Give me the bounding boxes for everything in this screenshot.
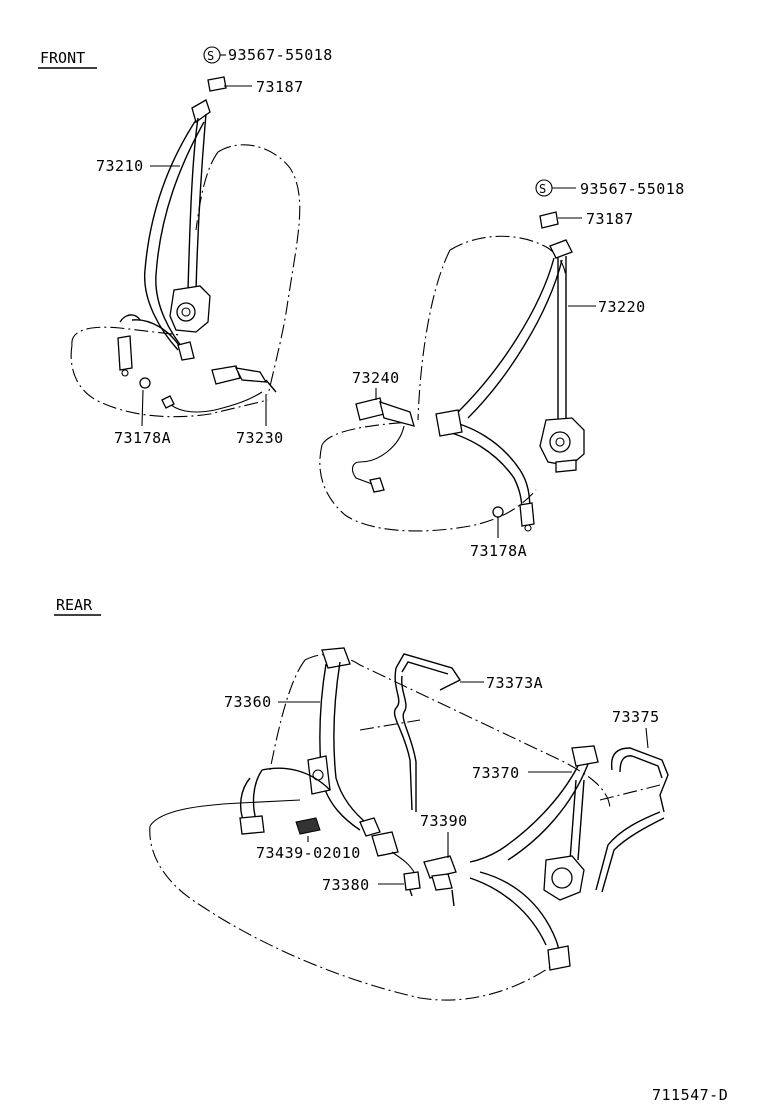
left-grommet-callout: 73178A (114, 389, 171, 447)
left-buckle-part (211, 365, 241, 385)
label-73390: 73390 (420, 812, 468, 830)
label-73220: 73220 (598, 298, 646, 316)
label-73373A: 73373A (486, 674, 543, 692)
label-73439-02010: 73439-02010 (256, 844, 361, 862)
rear-right-belt-callout: 73370 (472, 764, 572, 782)
rear-left-belt (239, 647, 415, 873)
right-grommet-callout: 73178A (470, 518, 527, 560)
label-73370: 73370 (472, 764, 520, 782)
right-front-seat (319, 235, 567, 532)
right-belt-callout: 73220 (568, 298, 646, 316)
left-anchor-cover-part (207, 76, 227, 92)
left-bolt-callout: S 93567-55018 (203, 46, 333, 64)
bracket-73373A-callout: 73373A (460, 674, 543, 692)
rear-left-belt-callout: 73360 (224, 693, 320, 711)
right-bolt-callout: S 93567-55018 (535, 179, 685, 198)
right-buckle-callout: 73240 (352, 369, 400, 400)
label-73360: 73360 (224, 693, 272, 711)
label-93567-55018-left: 93567-55018 (228, 46, 333, 64)
label-73178A-left: 73178A (114, 429, 171, 447)
label-73380: 73380 (322, 876, 370, 894)
rear-right-belt (469, 745, 599, 971)
bracket-73375-callout: 73375 (612, 708, 660, 749)
left-upper-anchor-part (191, 99, 211, 124)
label-73240: 73240 (352, 369, 400, 387)
rear-seat (149, 654, 661, 1001)
label-73375: 73375 (612, 708, 660, 726)
label-73230: 73230 (236, 429, 284, 447)
left-front-seat (70, 144, 301, 418)
rear-section-title: REAR (56, 596, 93, 614)
figure-id: 711547-D (652, 1086, 728, 1104)
left-buckle-callout: 73230 (236, 394, 284, 447)
right-front-belt-assembly (351, 211, 585, 532)
label-73210: 73210 (96, 157, 144, 175)
svg-text:S: S (207, 49, 215, 63)
label-73187-right: 73187 (586, 210, 634, 228)
right-anchor-cover-callout: 73187 (558, 210, 634, 228)
label-plate-callout: 73439-02010 (256, 836, 361, 862)
right-anchor-cover-part (539, 211, 559, 229)
left-grommet-part (139, 377, 151, 389)
center-buckle-callout: 73390 (420, 812, 468, 858)
right-grommet-part (492, 506, 504, 518)
label-73187-left: 73187 (256, 78, 304, 96)
rear-center-buckle (403, 855, 457, 907)
bracket-73373A (393, 653, 462, 812)
left-anchor-cover-callout: 73187 (224, 78, 304, 96)
left-front-belt-assembly (117, 76, 277, 413)
label-73178A-right: 73178A (470, 542, 527, 560)
label-plate-part (295, 817, 321, 835)
right-upper-anchor-part (549, 239, 573, 259)
front-section-title: FRONT (40, 49, 85, 67)
buckle-bolt-callout: 73380 (322, 876, 404, 894)
bracket-73375 (595, 747, 669, 893)
left-belt-callout: 73210 (96, 157, 180, 175)
label-93567-55018-right: 93567-55018 (580, 180, 685, 198)
svg-text:S: S (539, 182, 547, 196)
